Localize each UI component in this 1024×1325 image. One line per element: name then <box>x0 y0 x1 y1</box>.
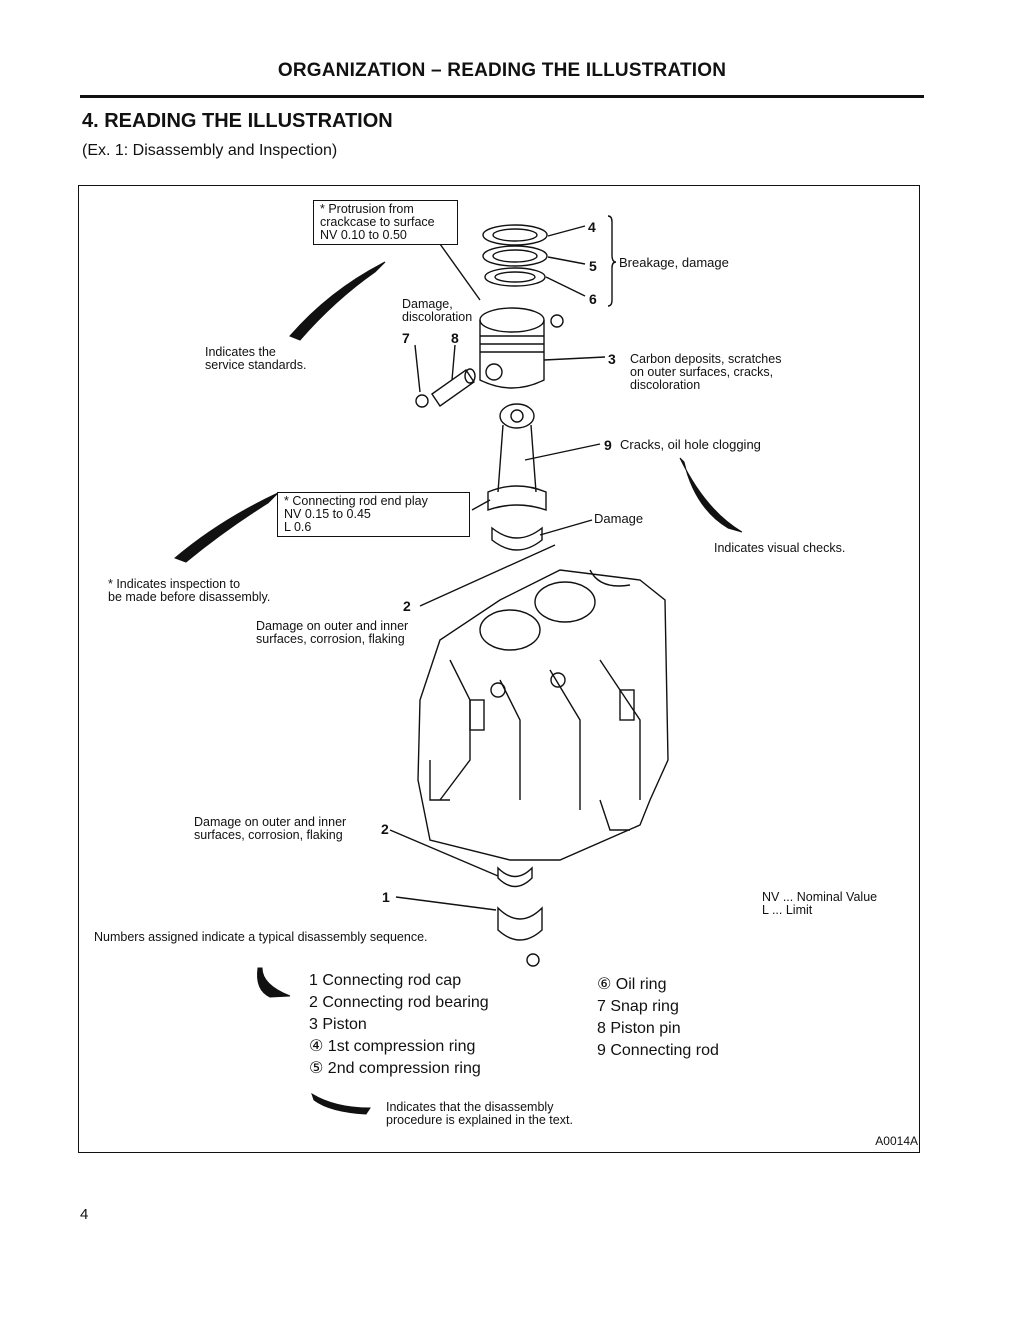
rod-end-play-box: * Connecting rod end play NV 0.15 to 0.4… <box>277 492 470 537</box>
note-line: procedure is explained in the text. <box>386 1113 573 1127</box>
protrusion-line-2: crackcase to surface <box>320 215 435 229</box>
legend-item: 8 Piston pin <box>597 1020 681 1037</box>
upper-bearing-label: Damage on outer and inner surfaces, corr… <box>256 620 408 646</box>
callout-8: 8 <box>451 330 459 346</box>
legend-item: ④ 1st compression ring <box>309 1038 476 1055</box>
rod-box-line-2: NV 0.15 to 0.45 <box>284 507 371 521</box>
service-standards-arrow-icon <box>289 261 386 341</box>
piston-damage-label: Damage, discoloration <box>402 298 472 324</box>
figure-id: A0014A <box>875 1134 918 1148</box>
procedure-note: Indicates that the disassembly procedure… <box>386 1101 573 1127</box>
label-line: Damage on outer and inner <box>194 815 347 829</box>
label-line: Carbon deposits, scratches <box>630 352 782 366</box>
protrusion-line-3: NV 0.10 to 0.50 <box>320 228 407 242</box>
section-subtitle: (Ex. 1: Disassembly and Inspection) <box>82 142 338 159</box>
cap-damage-label: Damage <box>594 511 644 526</box>
note-line: service standards. <box>205 358 307 372</box>
piston-drawing <box>479 307 545 389</box>
header-rule <box>80 95 924 98</box>
protrusion-line-1: * Protrusion from <box>320 202 414 216</box>
sequence-arrow-icon <box>257 967 291 998</box>
callout-4: 4 <box>588 219 596 235</box>
upper-bearing-drawing <box>497 866 533 888</box>
label-line: Damage on outer and inner <box>256 619 409 633</box>
legend-item: 7 Snap ring <box>597 998 679 1015</box>
note-line: * Indicates inspection to <box>108 577 241 591</box>
legend-item: 2 Connecting rod bearing <box>309 994 489 1011</box>
legend-item: 9 Connecting rod <box>597 1042 719 1059</box>
service-standards-note: Indicates the service standards. <box>205 346 306 372</box>
piston-pin-drawing <box>431 368 476 407</box>
rod-cap-drawing <box>491 526 543 551</box>
lower-bearing-label: Damage on outer and inner surfaces, corr… <box>194 816 346 842</box>
inspection-before-disassembly-note: * Indicates inspection to be made before… <box>108 578 270 604</box>
abbrev-line: NV ... Nominal Value <box>762 890 878 904</box>
page-number: 4 <box>80 1206 89 1223</box>
legend-item: 1 Connecting rod cap <box>309 972 462 989</box>
legend-item: ⑤ 2nd compression ring <box>309 1060 481 1077</box>
note-line: be made before disassembly. <box>108 590 271 604</box>
callout-1: 1 <box>382 889 390 905</box>
visual-check-arrow-icon <box>679 457 743 533</box>
legend-item: 3 Piston <box>309 1016 367 1033</box>
callout-5: 5 <box>589 258 597 274</box>
sequence-note: Numbers assigned indicate a typical disa… <box>94 930 428 944</box>
callout-9: 9 <box>604 437 612 453</box>
note-line: Indicates that the disassembly <box>386 1100 554 1114</box>
cylinder-block-drawing <box>417 569 669 861</box>
running-header: ORGANIZATION – READING THE ILLUSTRATION <box>277 60 727 81</box>
legend-item: ⑥ Oil ring <box>597 976 667 993</box>
inspection-arrow-icon <box>174 492 279 563</box>
figure-frame <box>78 185 920 1153</box>
rod-inspection-label: Cracks, oil hole clogging <box>620 437 761 452</box>
label-line: on outer surfaces, cracks, <box>630 365 774 379</box>
legend-right: ⑥ Oil ring 7 Snap ring 8 Piston pin 9 Co… <box>597 974 719 1062</box>
label-line: discoloration <box>630 378 701 392</box>
callout-7: 7 <box>402 330 410 346</box>
callout-2-upper: 2 <box>403 598 411 614</box>
callout-6: 6 <box>589 291 597 307</box>
callout-2-lower: 2 <box>381 821 389 837</box>
legend-left: 1 Connecting rod cap 2 Connecting rod be… <box>309 970 489 1080</box>
piston-rings-drawing <box>482 224 548 287</box>
abbrev-line: L ... Limit <box>762 903 813 917</box>
rod-box-line-1: * Connecting rod end play <box>284 494 428 508</box>
label-line: surfaces, corrosion, flaking <box>194 828 343 842</box>
procedure-arrow-icon <box>311 1092 371 1115</box>
label-line: discoloration <box>402 310 473 324</box>
rings-label: Breakage, damage <box>619 255 729 270</box>
note-line: Indicates the <box>205 345 276 359</box>
label-line: Damage, <box>402 297 453 311</box>
visual-checks-note: Indicates visual checks. <box>714 541 846 555</box>
rod-box-line-3: L 0.6 <box>284 520 312 534</box>
piston-inspection-label: Carbon deposits, scratches on outer surf… <box>630 353 781 392</box>
callout-3: 3 <box>608 351 616 367</box>
abbreviation-key: NV ... Nominal Value L ... Limit <box>762 891 877 917</box>
protrusion-standard-box: * Protrusion from crackcase to surface N… <box>313 200 458 245</box>
lower-bearing-drawing <box>497 906 543 941</box>
label-line: surfaces, corrosion, flaking <box>256 632 405 646</box>
section-title: 4. READING THE ILLUSTRATION <box>82 110 393 132</box>
